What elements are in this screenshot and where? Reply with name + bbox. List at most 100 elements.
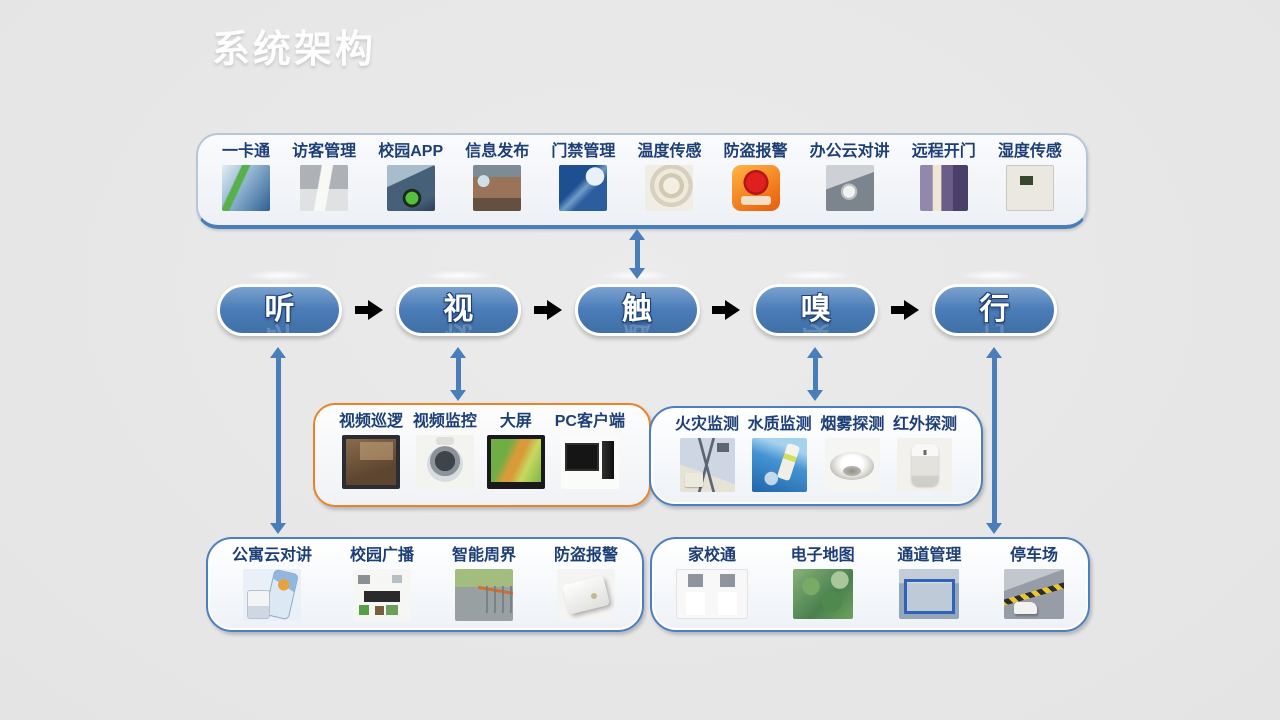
sensor-item-label: 红外探测 [892,416,957,433]
pill-label: 触 [622,293,652,326]
app-item-label: 温度传感 [637,143,702,160]
action-box: 家校通 电子地图 通道管理 停车场 [650,537,1090,632]
pill-face: 行 行 [935,287,1054,334]
sensor-items: 火灾监测 水质监测 烟雾探测 红外探测 [651,408,981,504]
smoke-detector-photo [824,438,880,493]
double-arrow-act-to-actions [986,347,1002,534]
app-item-label: 湿度传感 [997,143,1062,160]
dome-camera-photo [415,435,474,490]
pill-listen: 听 听 [217,284,342,336]
pill-act: 行 行 [932,284,1057,336]
video-item-bigscreen: 大屏 [486,412,545,490]
app-item-label: 门禁管理 [551,143,616,160]
video-item-monitor: 视频监控 [412,412,477,490]
pill-label: 视 [443,293,474,326]
video-item-label: PC客户端 [554,413,625,430]
sensor-item-infrared: 红外探测 [892,415,957,493]
app-item-burglar-alarm: 防盗报警 [723,142,788,212]
pill-see: 视 视 [395,284,521,336]
applications-items: 一卡通 访客管理 校园APP 信息发布 门禁管理 温度传感 [198,135,1086,225]
action-item-parking: 停车场 [1004,546,1064,620]
page-title: 系统架构 [212,29,377,71]
parking-lot-photo [1004,569,1064,620]
audio-box: 公寓云对讲 校园广播 智能周界 防盗报警 [206,537,644,632]
action-item-channel: 通道管理 [897,546,961,620]
pill-reflection: 听 [220,321,339,333]
pill-label: 嗅 [800,293,831,326]
sensor-item-label: 水质监测 [747,416,812,433]
action-item-label: 家校通 [687,547,736,564]
audio-item-label: 智能周界 [451,547,516,564]
app-item-temperature: 温度传感 [637,142,702,212]
double-arrow-listen-to-audio [270,347,286,534]
pill-reflection: 视 [399,321,518,333]
app-item-office-intercom: 办公云对讲 [810,142,890,212]
card-terminal-photo [222,165,270,212]
video-items: 视频巡逻 视频监控 大屏 PC客户端 [315,405,649,505]
pill-reflection: 嗅 [756,321,875,333]
audio-item-burglar-alarm: 防盗报警 [553,546,618,622]
audio-item-broadcast: 校园广播 [350,546,414,622]
pill-label: 听 [264,293,295,326]
sense-chain: 听 听 视 视 触 触 嗅 嗅 行 [217,284,1057,336]
gate-channel-photo [899,569,960,620]
pir-sensor-photo [897,438,953,493]
pill-reflection: 触 [578,321,697,333]
action-item-label: 停车场 [1009,547,1058,564]
sensor-item-label: 烟雾探测 [820,416,885,433]
app-item-access: 门禁管理 [551,142,616,212]
video-item-label: 大屏 [499,413,532,430]
audio-item-apartment-intercom: 公寓云对讲 [232,546,312,622]
phone-reader-photo [386,165,435,212]
video-box: 视频巡逻 视频监控 大屏 PC客户端 [313,403,651,507]
double-arrow-smell-to-sensors [807,347,823,401]
campus-map-photo [792,569,853,620]
home-school-readers-photo [676,569,748,620]
pill-face: 触 触 [578,287,697,334]
action-item-label: 电子地图 [790,547,855,564]
perimeter-fence-photo [454,569,513,622]
desk-camera-photo [825,165,874,212]
alarm-siren-icon [731,165,780,212]
alarm-box-photo [556,569,615,622]
app-item-remote-door: 远程开门 [912,142,976,212]
app-item-label: 一卡通 [222,143,271,160]
audio-item-label: 防盗报警 [553,547,618,564]
app-item-visitor: 访客管理 [292,142,357,212]
surveillance-ui-photo [342,435,400,490]
video-item-label: 视频监控 [412,413,477,430]
app-item-info-publish: 信息发布 [465,142,530,212]
app-item-label: 访客管理 [292,143,357,160]
remote-door-photo [919,165,968,212]
action-item-emap: 电子地图 [790,546,855,620]
big-screen-photo [486,435,545,490]
app-item-label: 校园APP [378,143,444,160]
app-item-campus-app: 校园APP [378,142,444,212]
right-arrow-icon [712,300,741,320]
access-card-photo [559,165,608,212]
applications-box: 一卡通 访客管理 校园APP 信息发布 门禁管理 温度传感 [196,133,1088,229]
sensor-box: 火灾监测 水质监测 烟雾探测 红外探测 [649,406,983,506]
app-item-label: 信息发布 [465,143,530,160]
action-items: 家校通 电子地图 通道管理 停车场 [652,539,1088,630]
app-item-label: 防盗报警 [723,143,788,160]
right-arrow-icon [354,300,383,320]
audio-item-perimeter: 智能周界 [451,546,516,622]
audio-items: 公寓云对讲 校园广播 智能周界 防盗报警 [208,539,642,630]
water-tester-photo [752,438,808,493]
double-arrow-touch-to-apps [629,229,645,279]
sensor-item-water: 水质监测 [747,415,812,493]
pill-face: 嗅 嗅 [756,287,875,334]
id-card-scanner-photo [300,165,349,212]
broadcast-kit-photo [352,569,411,622]
sensor-item-smoke: 烟雾探测 [820,415,885,493]
pill-face: 听 听 [220,287,339,334]
desktop-pc-photo [560,435,619,490]
intercom-phone-photo [243,569,301,622]
pill-face: 视 视 [399,287,518,334]
double-arrow-see-to-video [450,347,466,401]
video-item-label: 视频巡逻 [339,413,404,430]
app-item-humidity: 湿度传感 [997,142,1062,212]
pill-smell: 嗅 嗅 [753,284,879,336]
